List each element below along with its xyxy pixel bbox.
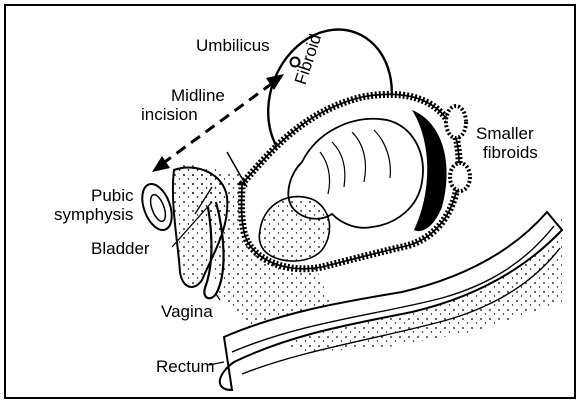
label-midline-incision-2: incision bbox=[141, 105, 198, 124]
label-pubic-symphysis-2: symphysis bbox=[54, 205, 133, 224]
label-rectum: Rectum bbox=[156, 357, 215, 376]
diagram-frame: Umbilicus Midline incision Fibroid Small… bbox=[4, 4, 576, 399]
label-pubic-symphysis-1: Pubic bbox=[91, 186, 134, 205]
label-smaller-fibroids-1: Smaller bbox=[476, 124, 534, 143]
small-fibroid-top bbox=[446, 106, 466, 138]
label-vagina: Vagina bbox=[161, 302, 213, 321]
label-midline-incision-1: Midline bbox=[171, 86, 225, 105]
label-bladder: Bladder bbox=[91, 239, 150, 258]
small-fibroid-bottom bbox=[450, 163, 470, 191]
label-umbilicus: Umbilicus bbox=[196, 36, 270, 55]
pubic-symphysis bbox=[137, 180, 178, 234]
label-smaller-fibroids-2: fibroids bbox=[483, 143, 538, 162]
